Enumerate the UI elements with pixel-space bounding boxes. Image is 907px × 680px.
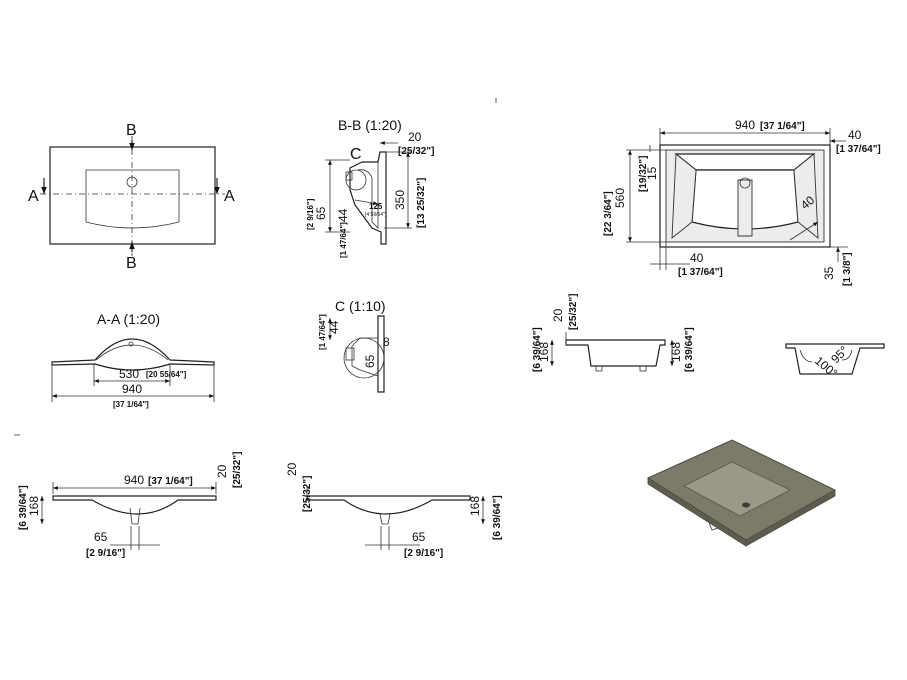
bb-dim-radius-mm: 125: [369, 202, 383, 211]
render-basin: [683, 461, 791, 517]
bb-dim-radius-in: [4 59/64"]: [365, 212, 387, 218]
plan-dim-edge-mm: 40: [690, 251, 704, 265]
bb-dim-slab-in: [1 47/64"]: [339, 222, 348, 258]
side-dim-top-mm: 20: [551, 308, 565, 322]
section-aa-profile: [51, 338, 215, 371]
plan-view: 940 [37 1/64"] 40 [1 37/64"] 560 [22 3/6…: [603, 118, 881, 286]
plan-dim-margin-mm: 40: [848, 128, 862, 142]
bb-dim-slab-mm: 44: [336, 208, 350, 222]
side-dim-h-mm-left: 168: [537, 342, 551, 362]
plan-dim-width-in: [37 1/64"]: [760, 121, 805, 132]
section-bb-title: B-B (1:20): [338, 117, 402, 133]
bb-dim-height-in: [13 25/32"]: [416, 178, 427, 228]
bb-dim-height-mm: 350: [393, 190, 407, 210]
plan-countertop-outline: [659, 144, 831, 248]
fl-dim-h-mm: 168: [27, 496, 41, 516]
section-a-label-right: A: [224, 188, 235, 205]
fr-dim-top-in: [25/32"]: [302, 476, 313, 512]
bb-dim-lip-mm: 65: [314, 206, 328, 220]
aa-dim-outer-mm: 940: [122, 382, 142, 396]
fl-dim-width-mm: 940: [124, 473, 144, 487]
bb-dim-lip-in: [2 9/16"]: [306, 198, 315, 230]
aa-dim-inner-in: [20 55/64"]: [146, 370, 187, 379]
basin-outline: [85, 169, 180, 229]
front-left-profile: [52, 495, 217, 515]
fl-dim-drain-in: [2 9/16"]: [86, 548, 125, 559]
plan-dim-depth-mm: 560: [613, 188, 627, 208]
plan-dim-margin-in: [1 37/64"]: [836, 144, 881, 155]
detail-c-zoom-circle: [343, 337, 385, 379]
aa-dim-outer-in: [37 1/64"]: [113, 400, 149, 409]
plan-dim-corner-in: [1 3/8"]: [842, 252, 853, 286]
section-a-label-left: A: [28, 188, 39, 205]
fl-dim-drain-mm: 65: [94, 530, 108, 544]
front-view-left: 940 [37 1/64"] 20 [25/32"] 168 [6 39/64"…: [18, 452, 243, 559]
section-aa-view: A-A (1:20) 530 [20 55/64"] 940 [37 1/64"…: [51, 311, 215, 409]
section-b-label-top: B: [126, 122, 137, 139]
plan-overflow-channel: [737, 179, 753, 237]
section-aa-title: A-A (1:20): [97, 311, 160, 327]
plan-drain: [739, 177, 751, 189]
side-view-profile: [565, 339, 666, 367]
plan-dim-corner-mm: 35: [822, 266, 836, 280]
angle-view-profile: [785, 343, 885, 375]
front-view-right: 20 [25/32"] 168 [6 39/64"] 65 [2 9/16"]: [285, 462, 503, 559]
fl-dim-top-in: [25/32"]: [232, 452, 243, 488]
side-dim-h-in-right: [6 39/64"]: [684, 327, 695, 372]
section-bb-profile: [349, 151, 387, 245]
fr-dim-drain-mm: 65: [412, 530, 426, 544]
plan-dim-rim-mm: 15: [645, 166, 659, 180]
bb-dim-top-mm: 20: [408, 130, 422, 144]
c-dim-slab-mm: 44: [327, 320, 341, 334]
fr-dim-drain-in: [2 9/16"]: [404, 548, 443, 559]
section-bb-view: B-B (1:20) C 20 [25/32"] 350 [13 25/32"]…: [306, 117, 434, 258]
angle-view: 100° 95°: [785, 343, 885, 380]
c-dim-lip-mm: 65: [363, 354, 377, 368]
countertop-outline: [49, 146, 216, 245]
render-3d: [646, 439, 837, 547]
fl-dim-h-in: [6 39/64"]: [18, 485, 29, 530]
fr-dim-h-in: [6 39/64"]: [492, 495, 503, 540]
plan-dim-edge-in: [1 37/64"]: [678, 267, 723, 278]
detail-c-view: C (1:10) 44 [1 47/64"] 65 8: [318, 298, 390, 393]
aa-dim-inner-mm: 530: [119, 367, 139, 381]
plan-dim-depth-in: [22 3/64"]: [603, 191, 614, 236]
fl-dim-top-mm: 20: [215, 464, 229, 478]
render-drain: [742, 502, 750, 508]
top-view: A A B B: [28, 122, 235, 272]
fr-dim-h-mm: 168: [468, 496, 482, 516]
c-dim-r-mm: 8: [383, 335, 390, 349]
detail-c-marker: C: [350, 146, 362, 163]
detail-c-circle: [345, 169, 367, 191]
section-b-label-bottom: B: [126, 255, 137, 272]
c-dim-slab-in: [1 47/64"]: [318, 314, 327, 350]
plan-dim-rim-in: [19/32"]: [638, 156, 649, 192]
side-dim-h-mm-right: 168: [669, 342, 683, 362]
render-countertop-front: [647, 477, 747, 547]
plan-dim-width-mm: 940: [735, 118, 755, 132]
side-dim-top-in: [25/32"]: [568, 294, 579, 330]
detail-c-title: C (1:10): [335, 298, 386, 314]
fr-dim-top-mm: 20: [285, 462, 299, 476]
side-view: 20 [25/32"] 168 [6 39/64"] 168 [6 39/64"…: [532, 294, 695, 372]
fl-dim-width-in: [37 1/64"]: [148, 476, 193, 487]
side-dim-h-in-left: [6 39/64"]: [532, 327, 543, 372]
bb-dim-top-in: [25/32"]: [398, 146, 434, 157]
front-right-profile: [306, 495, 471, 515]
